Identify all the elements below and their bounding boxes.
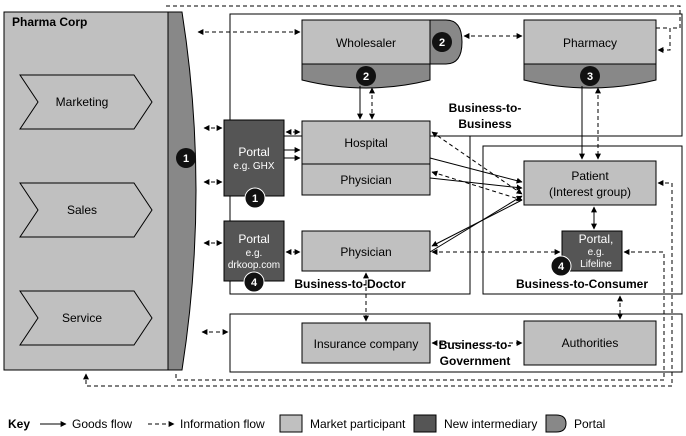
label-b2c: Business-to-Consumer [516, 277, 648, 291]
svg-text:1: 1 [183, 153, 189, 165]
insurance-company: Insurance company [301, 322, 431, 364]
svg-text:(Interest group): (Interest group) [549, 185, 631, 199]
label-b2b-2: Business [458, 117, 512, 131]
key-title: Key [8, 417, 30, 431]
portal-ghx: Portal e.g. GHX 1 [223, 119, 285, 209]
svg-text:3: 3 [587, 71, 593, 83]
service-function: Service [19, 290, 153, 346]
marketing-function: Marketing [19, 74, 153, 130]
key-intermediary-swatch [413, 414, 437, 433]
svg-text:2: 2 [439, 37, 445, 49]
svg-text:e.g. GHX: e.g. GHX [233, 161, 274, 172]
svg-text:Physician: Physician [340, 245, 391, 259]
badge-pharma: 1 [176, 148, 196, 168]
svg-text:1: 1 [252, 193, 258, 205]
wholesaler: Wholesaler 2 2 [301, 19, 463, 89]
svg-text:4: 4 [558, 261, 565, 273]
svg-text:Insurance company: Insurance company [314, 337, 419, 351]
label-b2g-2: Government [440, 354, 511, 368]
key-portal-label: Portal [574, 417, 605, 431]
svg-text:4: 4 [251, 277, 258, 289]
svg-text:2: 2 [363, 71, 369, 83]
svg-text:Patient: Patient [571, 169, 609, 183]
sales-function: Sales [19, 182, 153, 238]
pharma-portal-band [167, 11, 197, 371]
pharmacy: Pharmacy 3 [523, 19, 657, 89]
label-b2b-1: Business-to- [449, 101, 522, 115]
svg-text:Pharmacy: Pharmacy [563, 36, 617, 50]
pharma-title: Pharma Corp [12, 15, 87, 29]
label-b2d: Business-to-Doctor [294, 277, 406, 291]
pharma-corp: Pharma Corp Marketing Sales Service 1 [3, 11, 197, 371]
svg-text:Wholesaler: Wholesaler [336, 36, 396, 50]
svg-text:Marketing: Marketing [56, 95, 109, 109]
authorities: Authorities [523, 320, 657, 366]
key-market-label: Market participant [310, 417, 406, 431]
svg-text:drkoop.com: drkoop.com [228, 260, 280, 271]
svg-text:Portal,: Portal, [579, 232, 614, 246]
svg-text:Lifeline: Lifeline [580, 259, 612, 270]
physician-doctor: Physician [301, 230, 431, 272]
information-flows [83, 5, 681, 387]
key-info-label: Information flow [180, 417, 265, 431]
patient: Patient (Interest group) [523, 160, 657, 206]
key-market-swatch [279, 414, 303, 433]
key-legend: Key Goods flow Information flow Market p… [8, 414, 605, 433]
hospital: Hospital Physician [301, 120, 431, 196]
svg-text:Portal: Portal [238, 145, 269, 159]
svg-text:Hospital: Hospital [344, 136, 387, 150]
svg-text:e.g.: e.g. [588, 247, 605, 258]
key-goods-label: Goods flow [72, 417, 132, 431]
svg-text:Authorities: Authorities [562, 336, 619, 350]
key-portal-swatch [545, 414, 567, 433]
svg-text:Service: Service [62, 311, 102, 325]
svg-text:Portal: Portal [238, 232, 269, 246]
portal-lifeline: Portal, e.g. Lifeline 4 [550, 230, 623, 277]
svg-text:Sales: Sales [67, 203, 97, 217]
label-b2g-1: Business-to- [439, 338, 512, 352]
portal-drkoop: Portal e.g. drkoop.com 4 [223, 220, 285, 293]
hospital-physician: Physician [340, 173, 391, 187]
svg-text:e.g.: e.g. [246, 248, 263, 259]
key-intermediary-label: New intermediary [444, 417, 537, 431]
